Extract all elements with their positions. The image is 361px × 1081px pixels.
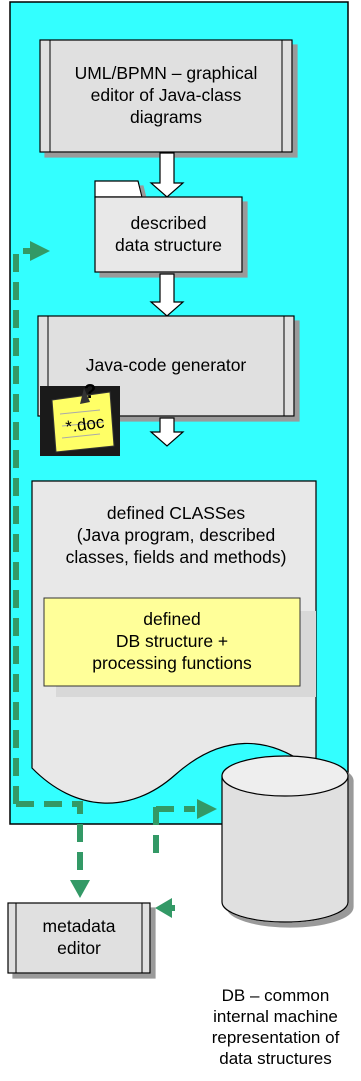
db-structure-note bbox=[43, 597, 301, 687]
arrow-structure-to-generator bbox=[149, 273, 185, 317]
doc-note-icon bbox=[40, 386, 120, 456]
metadata-editor-label: metadata editor bbox=[42, 916, 116, 958]
dashed-arrow-head-top bbox=[30, 241, 50, 261]
database-cylinder bbox=[221, 755, 349, 923]
db-structure-label: defined DB structure + processing functi… bbox=[92, 609, 252, 673]
code-generator-label: Java-code generator bbox=[85, 355, 247, 376]
dashed-arrow-head-left bbox=[155, 898, 172, 918]
dashed-arrow-head-right bbox=[197, 799, 217, 819]
data-structure-folder bbox=[94, 180, 243, 273]
metadata-editor-box bbox=[7, 902, 151, 974]
dashed-arrow-head-down bbox=[70, 880, 90, 898]
uml-editor-label: UML/BPMN – graphical editor of Java-clas… bbox=[74, 63, 258, 127]
defined-classes-label: defined CLASSes (Java program, described… bbox=[65, 503, 287, 567]
data-structure-label: described data structure bbox=[115, 213, 222, 255]
arrow-generator-to-classes bbox=[149, 417, 185, 447]
uml-editor-box bbox=[39, 39, 293, 153]
arrow-uml-to-structure bbox=[149, 152, 185, 198]
database-label: DB – common internal machine representat… bbox=[211, 985, 340, 1069]
doc-note-mark: ? bbox=[83, 380, 97, 403]
